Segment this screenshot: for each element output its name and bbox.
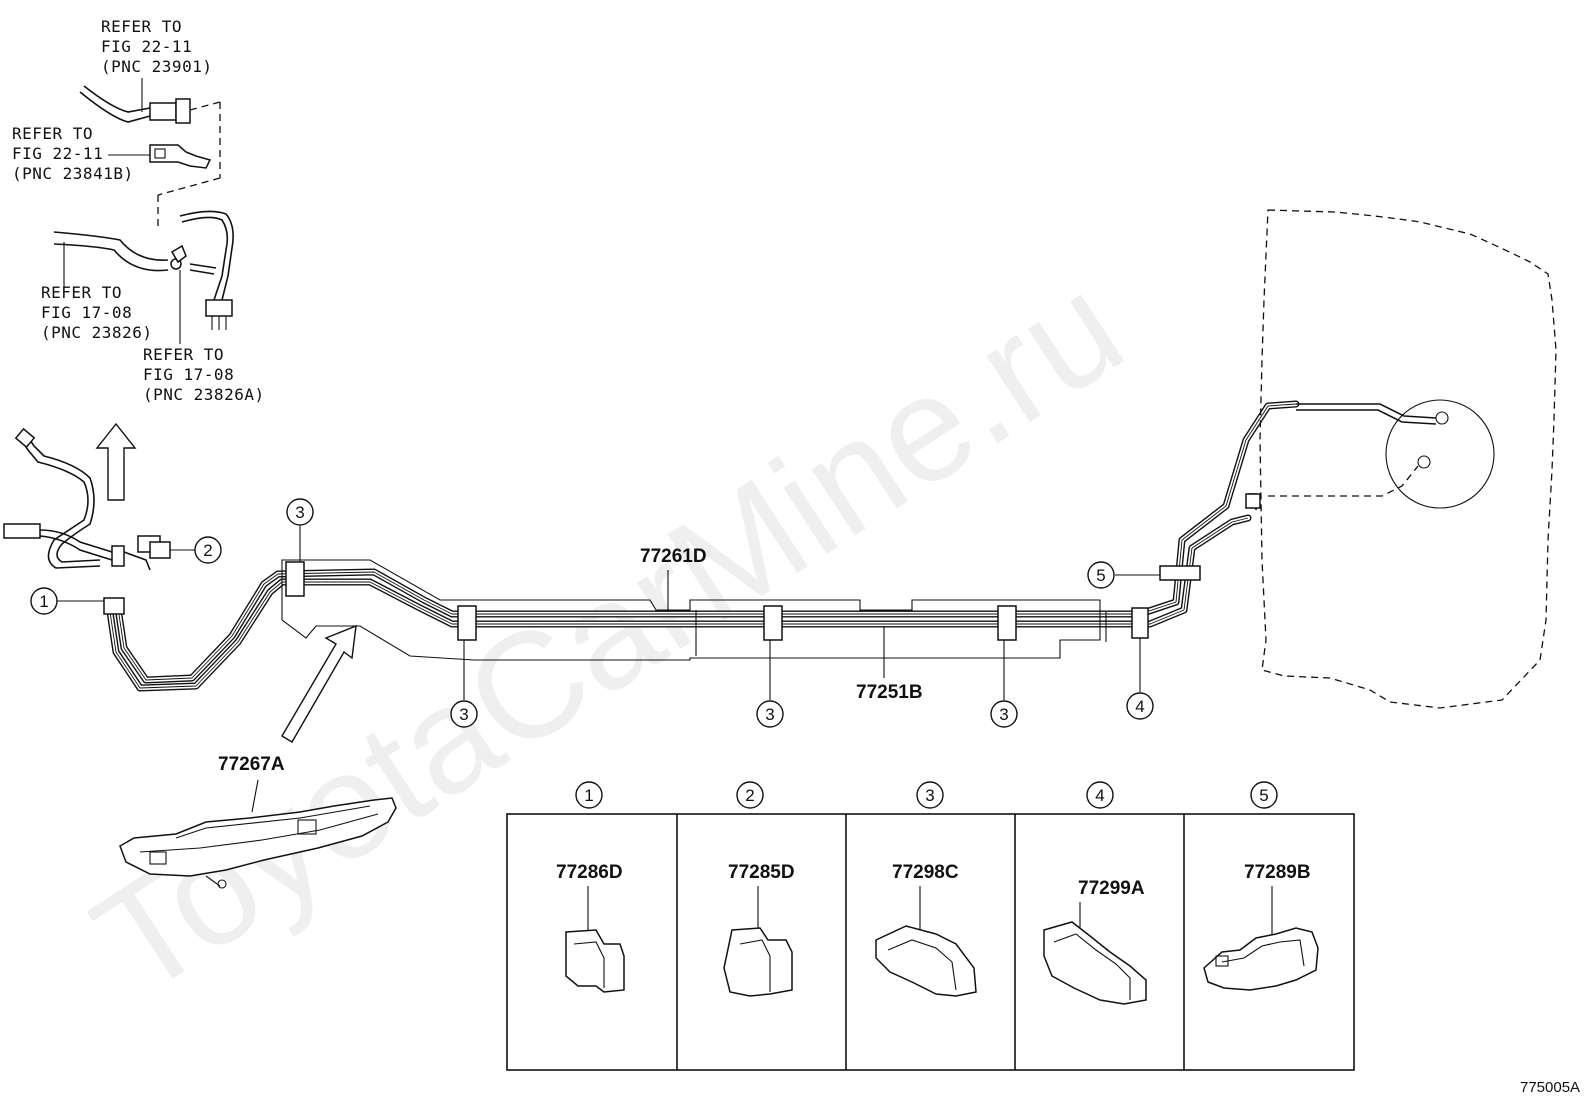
svg-text:4: 4 — [1135, 697, 1144, 716]
callout-4: 4 — [1126, 692, 1154, 720]
reference-2: REFER TO FIG 22-11 (PNC 23841B) — [12, 124, 134, 183]
svg-text:3: 3 — [295, 503, 304, 522]
callout-2: 2 — [194, 536, 222, 564]
clamp-3-marker-c — [763, 605, 783, 641]
svg-text:3: 3 — [459, 705, 468, 724]
clamp-legend-table: 1 77286D 2 77285D 3 77298C 4 — [506, 781, 1355, 1071]
fuel-tank-outline — [1245, 209, 1557, 709]
svg-text:5: 5 — [1096, 566, 1105, 585]
reference-4: REFER TO FIG 17-08 (PNC 23826A) — [143, 345, 265, 404]
clamp-2-marker — [149, 541, 171, 559]
svg-text:1: 1 — [39, 592, 48, 611]
callout-3-a: 3 — [286, 498, 314, 526]
clamp-4-marker — [1131, 607, 1149, 639]
clamp-3-marker-a — [285, 561, 305, 597]
svg-text:77286D: 77286D — [556, 862, 623, 883]
pipe-clamps — [103, 541, 1201, 641]
callout-1: 1 — [30, 587, 58, 615]
clamp-3-marker-d — [997, 605, 1017, 641]
reference-detail: REFER TO FIG 22-11 (PNC 23901) REFER TO … — [12, 17, 265, 404]
legend-cell-5: 5 77289B — [1203, 781, 1319, 991]
clamp-1-marker — [103, 597, 125, 615]
diagram-callouts: 1 2 3 3 3 3 4 5 — [30, 498, 1154, 728]
up-arrow-icon — [95, 422, 137, 501]
svg-text:1: 1 — [584, 786, 593, 805]
svg-text:3: 3 — [925, 786, 934, 805]
svg-text:77299A: 77299A — [1078, 878, 1145, 899]
svg-text:3: 3 — [999, 705, 1008, 724]
callout-5: 5 — [1087, 561, 1115, 589]
svg-text:77285D: 77285D — [728, 862, 795, 883]
legend-cell-3: 3 77298C — [875, 781, 977, 997]
legend-cell-1: 1 77286D — [556, 781, 625, 993]
part-number-77267A: 77267A — [218, 754, 285, 775]
svg-text:77298C: 77298C — [892, 862, 959, 883]
clamp-3-marker-b — [457, 605, 477, 641]
callout-3-d: 3 — [990, 700, 1018, 728]
callout-leaders — [57, 526, 1160, 813]
protector-arrow-icon — [281, 624, 357, 743]
figure-id: 775005A — [1520, 1079, 1580, 1096]
reference-1: REFER TO FIG 22-11 (PNC 23901) — [101, 17, 212, 76]
legend-cell-2: 2 77285D — [723, 781, 795, 997]
legend-cell-4: 4 77299A — [1043, 781, 1147, 1005]
svg-text:4: 4 — [1095, 786, 1104, 805]
part-number-77261D: 77261D — [640, 546, 707, 567]
svg-text:2: 2 — [203, 541, 212, 560]
protector-part-drawing — [119, 797, 397, 889]
svg-text:3: 3 — [765, 705, 774, 724]
callout-3-c: 3 — [756, 700, 784, 728]
pipe-protector-outline — [281, 559, 1107, 661]
svg-text:77289B: 77289B — [1244, 862, 1311, 883]
part-number-77251B: 77251B — [856, 682, 923, 703]
engine-side-hoses — [3, 427, 161, 571]
svg-text:2: 2 — [745, 786, 754, 805]
reference-3: REFER TO FIG 17-08 (PNC 23826) — [41, 283, 152, 342]
svg-text:5: 5 — [1259, 786, 1268, 805]
clamp-5-marker — [1159, 565, 1201, 581]
callout-3-b: 3 — [450, 700, 478, 728]
